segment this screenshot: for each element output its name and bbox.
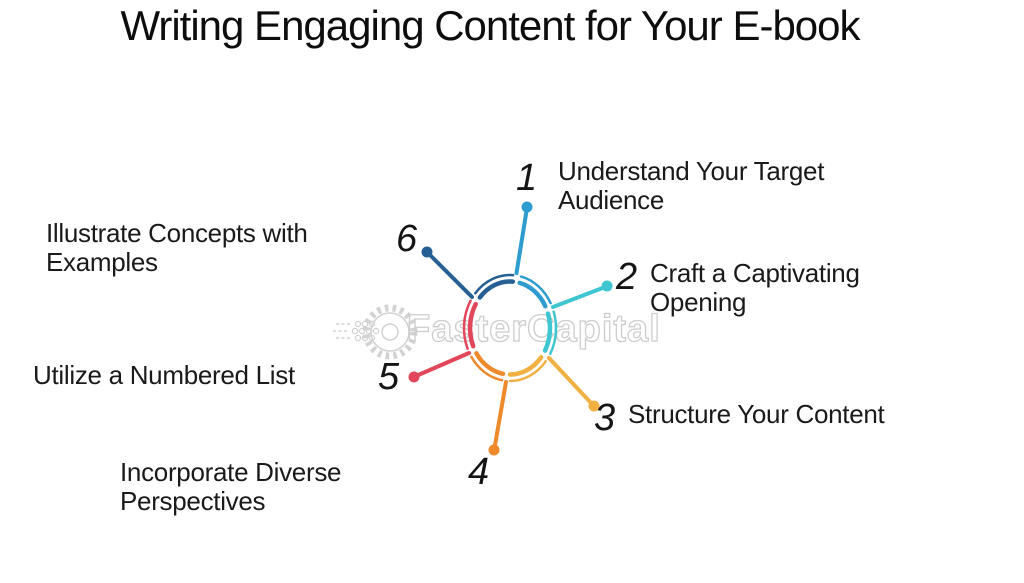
item-number-6: 6 bbox=[396, 218, 418, 260]
item-number-3: 3 bbox=[594, 397, 616, 439]
arc-segment-1 bbox=[517, 275, 552, 309]
watermark-text: FasterCapital bbox=[406, 307, 661, 350]
spoke-5-dot bbox=[408, 371, 420, 383]
spoke-2-dot bbox=[601, 280, 613, 292]
item-number-2: 2 bbox=[616, 256, 638, 298]
item-label-1: Understand Your Target Audience bbox=[558, 156, 825, 216]
arc-segment-2 bbox=[542, 310, 558, 355]
item-label-2: Craft a Captivating Opening bbox=[650, 258, 860, 318]
item-label-4: Incorporate Diverse Perspectives bbox=[120, 457, 342, 517]
spoke-1-dot bbox=[521, 201, 533, 213]
spoke-3 bbox=[547, 356, 600, 412]
spoke-4-dot bbox=[488, 444, 500, 456]
spoke-3-dot bbox=[588, 400, 600, 412]
item-number-1: 1 bbox=[516, 157, 538, 199]
arc-segment-4 bbox=[470, 351, 506, 382]
gear-icon bbox=[333, 304, 418, 360]
spoke-6-dot bbox=[421, 246, 433, 258]
item-label-3: Structure Your Content bbox=[628, 399, 885, 429]
arc-segment-5 bbox=[462, 299, 478, 350]
item-label-6: Illustrate Concepts with Examples bbox=[46, 218, 308, 278]
item-number-4: 4 bbox=[468, 451, 490, 493]
spoke-1 bbox=[514, 201, 533, 275]
item-number-5: 5 bbox=[378, 356, 400, 398]
spoke-4 bbox=[488, 380, 508, 456]
spoke-6 bbox=[421, 246, 474, 299]
arc-segment-3 bbox=[507, 355, 547, 383]
item-label-5: Utilize a Numbered List bbox=[33, 360, 295, 390]
spoke-5 bbox=[408, 351, 471, 383]
spoke-2 bbox=[551, 280, 613, 309]
arc-segment-6 bbox=[474, 273, 516, 300]
page-title: Writing Engaging Content for Your E-book bbox=[120, 2, 860, 49]
